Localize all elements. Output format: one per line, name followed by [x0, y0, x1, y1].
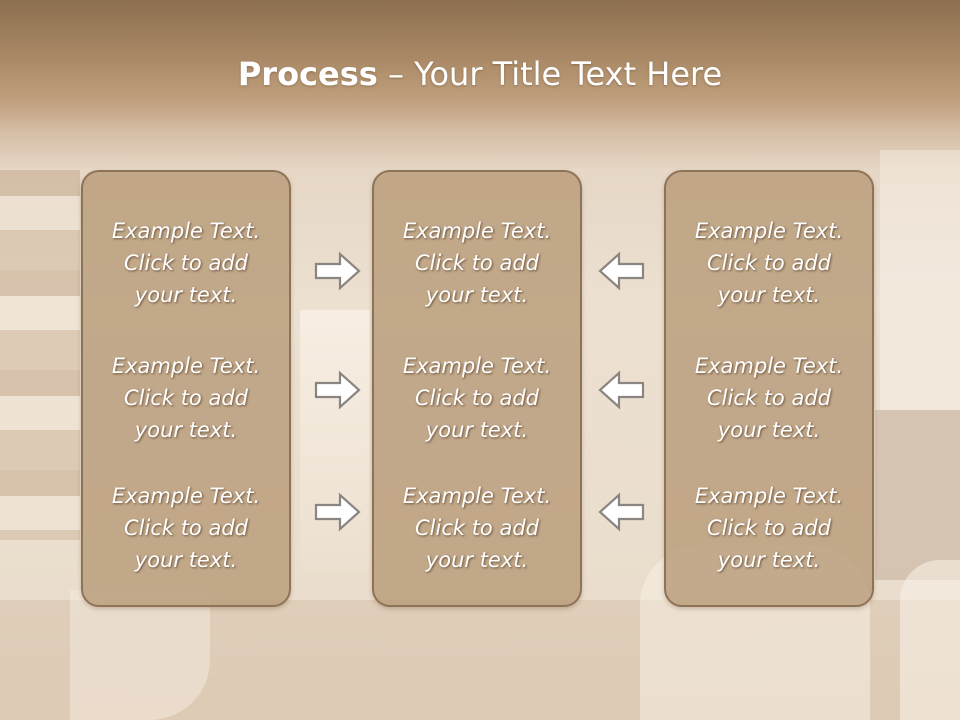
- text-line: your text.: [134, 548, 238, 572]
- text-item[interactable]: Example Text. Click to add your text.: [374, 480, 580, 576]
- text-line: your text.: [425, 548, 529, 572]
- text-line: Click to add: [123, 516, 248, 540]
- text-line: Example Text.: [111, 354, 261, 378]
- text-line: your text.: [717, 418, 821, 442]
- text-line: Example Text.: [111, 219, 261, 243]
- right-arrow-icon[interactable]: [314, 492, 362, 532]
- text-line: Click to add: [706, 516, 831, 540]
- text-box-middle[interactable]: Example Text. Click to add your text. Ex…: [372, 170, 582, 607]
- text-line: your text.: [134, 283, 238, 307]
- text-line: Click to add: [123, 386, 248, 410]
- text-line: your text.: [425, 418, 529, 442]
- left-arrow-icon[interactable]: [597, 492, 645, 532]
- text-item[interactable]: Example Text. Click to add your text.: [374, 215, 580, 311]
- background-doorway: [300, 310, 370, 570]
- text-item[interactable]: Example Text. Click to add your text.: [666, 215, 872, 311]
- right-arrow-icon[interactable]: [314, 370, 362, 410]
- text-line: Example Text.: [402, 219, 552, 243]
- left-arrow-icon[interactable]: [597, 370, 645, 410]
- text-line: Click to add: [414, 386, 539, 410]
- text-item[interactable]: Example Text. Click to add your text.: [83, 215, 289, 311]
- text-line: Click to add: [706, 386, 831, 410]
- background-chair-edge: [900, 560, 960, 720]
- title-bold: Process: [237, 55, 378, 93]
- text-line: Click to add: [414, 251, 539, 275]
- text-line: Example Text.: [694, 484, 844, 508]
- text-line: Example Text.: [694, 219, 844, 243]
- text-line: Click to add: [706, 251, 831, 275]
- text-line: Example Text.: [111, 484, 261, 508]
- text-line: Example Text.: [402, 484, 552, 508]
- text-box-left[interactable]: Example Text. Click to add your text. Ex…: [81, 170, 291, 607]
- background-blinds: [0, 170, 80, 540]
- text-line: Example Text.: [402, 354, 552, 378]
- text-line: your text.: [717, 548, 821, 572]
- text-line: Click to add: [123, 251, 248, 275]
- left-arrow-icon[interactable]: [597, 251, 645, 291]
- background-cabinet: [875, 410, 960, 580]
- right-arrow-icon[interactable]: [314, 251, 362, 291]
- text-line: Click to add: [414, 516, 539, 540]
- text-line: your text.: [717, 283, 821, 307]
- background-round-wall: [70, 590, 210, 720]
- text-line: Example Text.: [694, 354, 844, 378]
- text-line: your text.: [425, 283, 529, 307]
- text-item[interactable]: Example Text. Click to add your text.: [83, 480, 289, 576]
- text-item[interactable]: Example Text. Click to add your text.: [83, 350, 289, 446]
- text-item[interactable]: Example Text. Click to add your text.: [374, 350, 580, 446]
- slide-title[interactable]: Process – Your Title Text Here: [0, 54, 960, 94]
- text-box-right[interactable]: Example Text. Click to add your text. Ex…: [664, 170, 874, 607]
- title-rest: – Your Title Text Here: [377, 55, 723, 93]
- text-line: your text.: [134, 418, 238, 442]
- text-item[interactable]: Example Text. Click to add your text.: [666, 480, 872, 576]
- background-wall: [880, 150, 960, 410]
- text-item[interactable]: Example Text. Click to add your text.: [666, 350, 872, 446]
